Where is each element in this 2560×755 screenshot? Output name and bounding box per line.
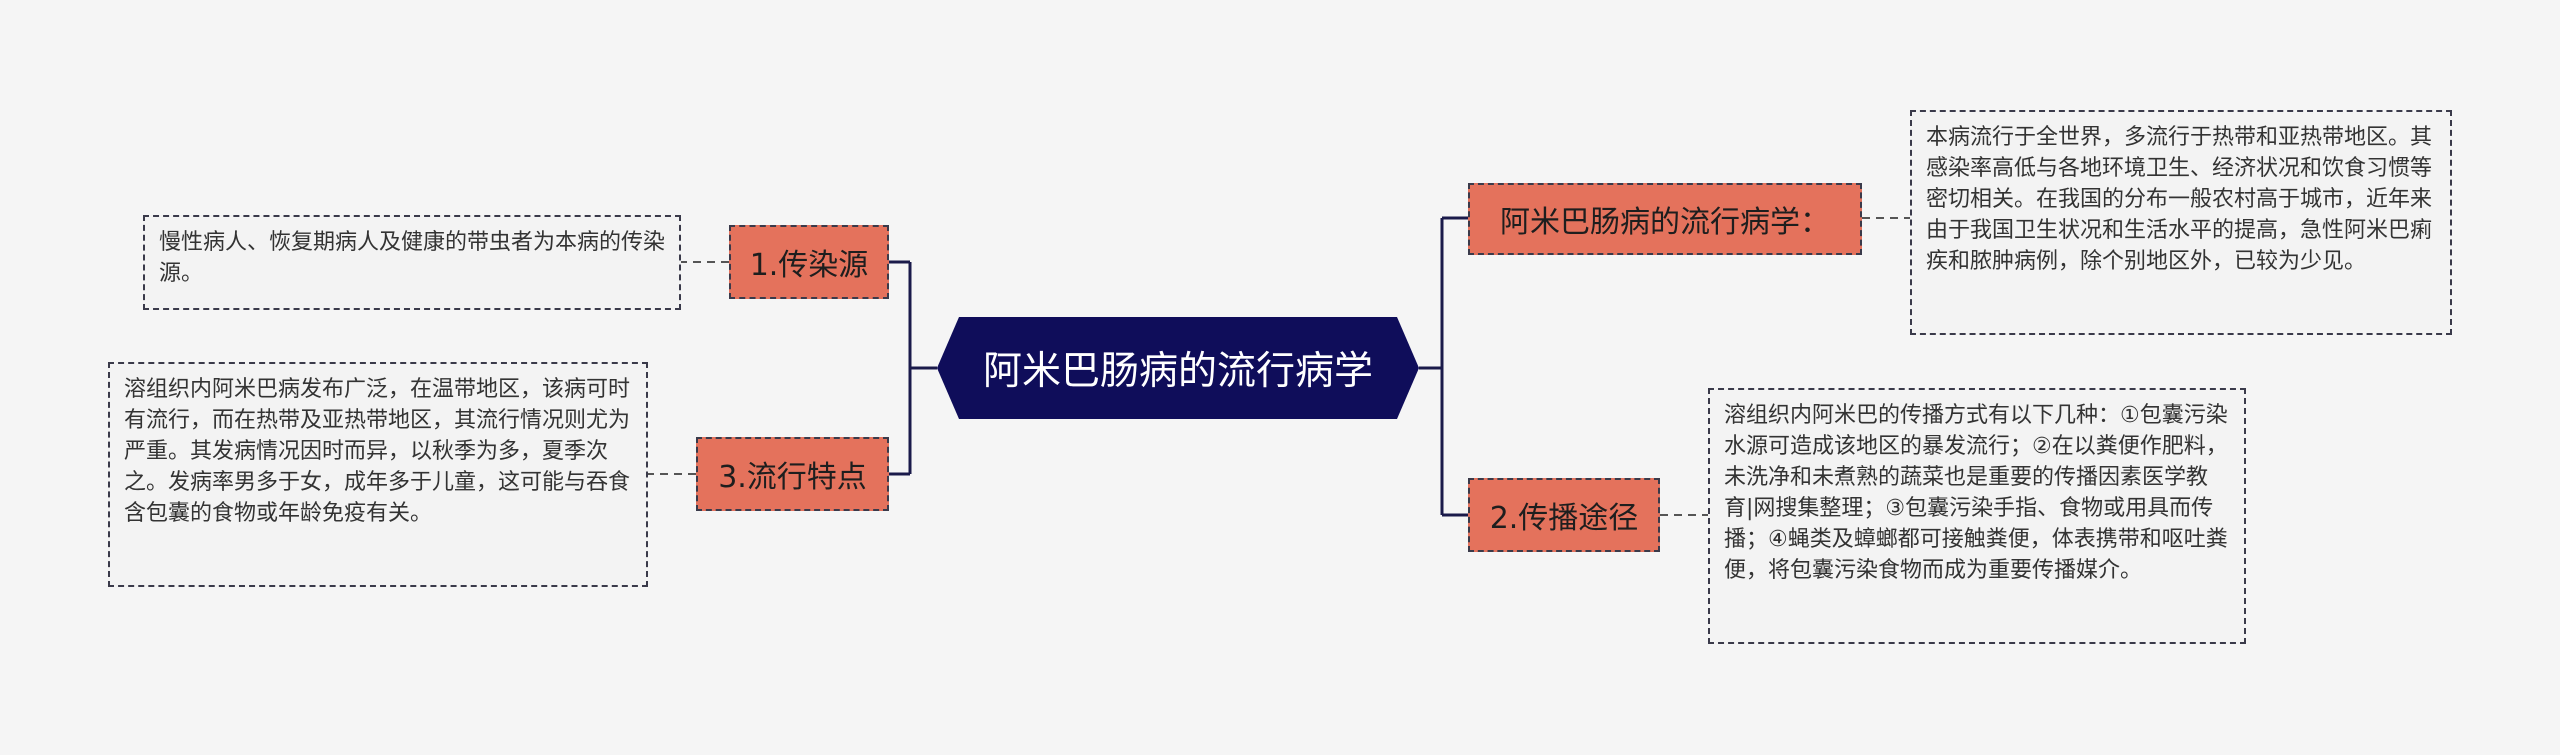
branch-infection-source-label: 1.传染源 xyxy=(749,248,869,283)
branch-epidemic-features[interactable]: 3.流行特点 xyxy=(696,437,889,511)
branch-epidemiology[interactable]: 阿米巴肠病的流行病学： xyxy=(1468,183,1862,255)
note-epidemiology: 本病流行于全世界，多流行于热带和亚热带地区。其感染率高低与各地环境卫生、经济状况… xyxy=(1910,110,2452,335)
note-epidemic-features-text: 溶组织内阿米巴病发布广泛，在温带地区，该病可时有流行，而在热带及亚热带地区，其流… xyxy=(124,377,631,526)
branch-epidemic-features-label: 3.流行特点 xyxy=(718,460,867,495)
note-epidemiology-text: 本病流行于全世界，多流行于热带和亚热带地区。其感染率高低与各地环境卫生、经济状况… xyxy=(1926,125,2433,274)
root-node[interactable]: 阿米巴肠病的流行病学 xyxy=(937,317,1419,419)
note-transmission: 溶组织内阿米巴的传播方式有以下几种：①包囊污染水源可造成该地区的暴发流行；②在以… xyxy=(1708,388,2246,644)
branch-epidemiology-label: 阿米巴肠病的流行病学： xyxy=(1500,205,1830,240)
branch-transmission[interactable]: 2.传播途径 xyxy=(1468,478,1660,552)
note-infection-source: 慢性病人、恢复期病人及健康的带虫者为本病的传染源。 xyxy=(143,215,681,310)
note-transmission-text: 溶组织内阿米巴的传播方式有以下几种：①包囊污染水源可造成该地区的暴发流行；②在以… xyxy=(1724,403,2228,583)
branch-transmission-label: 2.传播途径 xyxy=(1489,501,1639,536)
root-label: 阿米巴肠病的流行病学 xyxy=(982,349,1373,394)
branch-infection-source[interactable]: 1.传染源 xyxy=(729,225,889,299)
note-infection-source-text: 慢性病人、恢复期病人及健康的带虫者为本病的传染源。 xyxy=(159,230,666,286)
note-epidemic-features: 溶组织内阿米巴病发布广泛，在温带地区，该病可时有流行，而在热带及亚热带地区，其流… xyxy=(108,362,648,587)
root-hexagon-shape xyxy=(937,317,1419,419)
